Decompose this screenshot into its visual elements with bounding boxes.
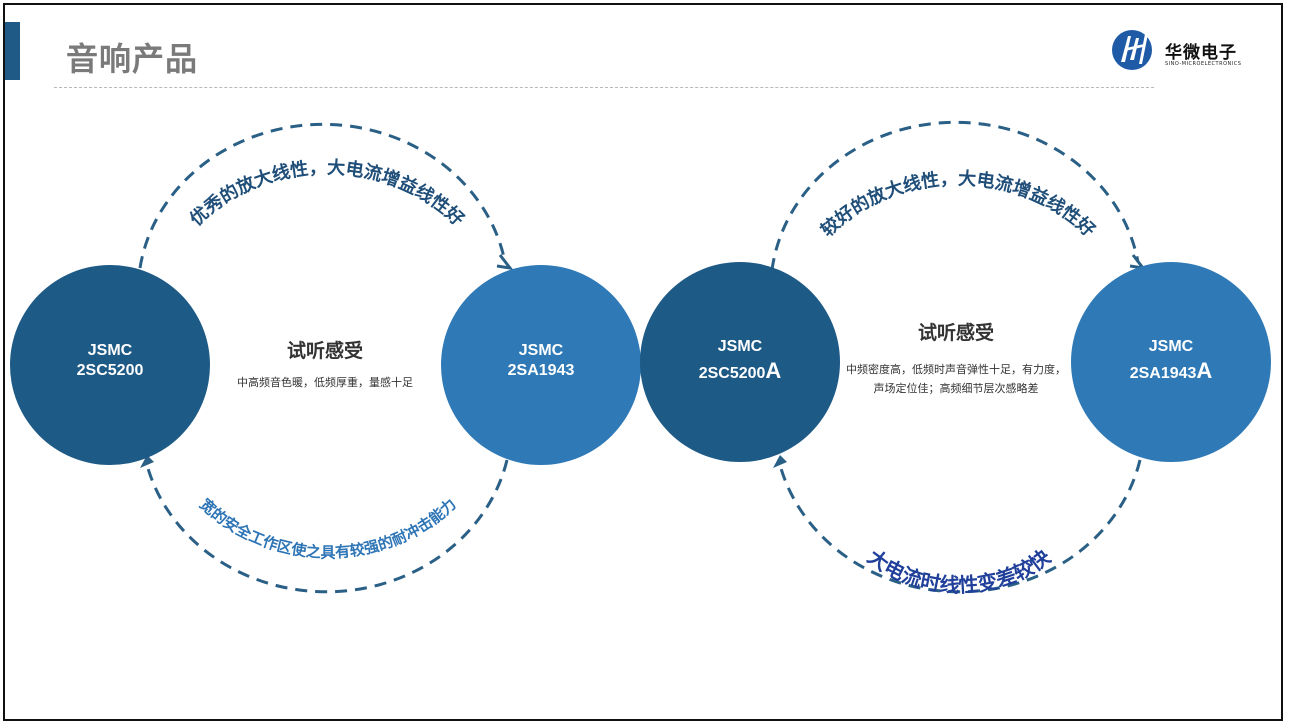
node-2sc5200a-line2: 2SC5200A	[699, 358, 782, 383]
node-2sc5200: JSMC 2SC5200	[10, 265, 210, 465]
page-title: 音响产品	[66, 40, 199, 78]
left-top-arc	[138, 122, 507, 269]
node-2sc5200-line1: JSMC	[88, 342, 133, 359]
right-top-arc-label: 较好的放大线性，大电流增益线性好	[816, 167, 1099, 241]
right-bottom-arrowhead-icon	[773, 455, 787, 468]
logo-name: 华微电子	[1165, 43, 1237, 63]
node-2sa1943: JSMC 2SA1943	[441, 265, 641, 465]
node-2sa1943a-line1: JSMC	[1149, 338, 1194, 355]
node-2sc5200a: JSMC 2SC5200A	[640, 262, 840, 462]
title-accent-bar	[5, 22, 20, 80]
node-2sa1943a-line2: 2SA1943A	[1130, 358, 1213, 383]
logo-mark-icon	[1112, 30, 1152, 70]
node-2sc5200a-line1: JSMC	[718, 338, 763, 355]
title-divider	[54, 87, 1154, 88]
left-center-title: 试听感受	[286, 340, 363, 362]
left-bottom-arc-label: 宽的安全工作区使之具有较强的耐冲击能力	[196, 494, 460, 561]
left-center-description: 中高频音色暖，低频厚重，量感十足	[237, 376, 413, 389]
slide-frame	[3, 3, 1283, 721]
node-2sc5200-line2: 2SC5200	[77, 362, 144, 379]
right-bottom-arc-label: 大电流时线性变差较快	[863, 544, 1055, 597]
right-center-description: 中频密度高，低频时声音弹性十足，有力度，声场定位佳；高频细节层次感略差	[846, 363, 1066, 395]
right-bottom-arc	[778, 459, 1142, 594]
node-2sa1943a: JSMC 2SA1943A	[1071, 262, 1271, 462]
right-top-arc	[770, 120, 1140, 271]
left-top-arc-label: 优秀的放大线性，大电流增益线性好	[185, 156, 468, 230]
right-center-title: 试听感受	[917, 322, 994, 344]
left-bottom-arrowhead-icon	[140, 455, 154, 468]
node-2sa1943-line2: 2SA1943	[508, 362, 575, 379]
node-2sa1943-line1: JSMC	[519, 342, 564, 359]
logo-subtitle: SINO-MICROELECTRONICS	[1165, 61, 1242, 67]
left-top-arrowhead-icon	[496, 254, 514, 271]
left-bottom-arc	[145, 459, 509, 594]
company-logo: 华微电子 SINO-MICROELECTRONICS	[1108, 26, 1258, 74]
